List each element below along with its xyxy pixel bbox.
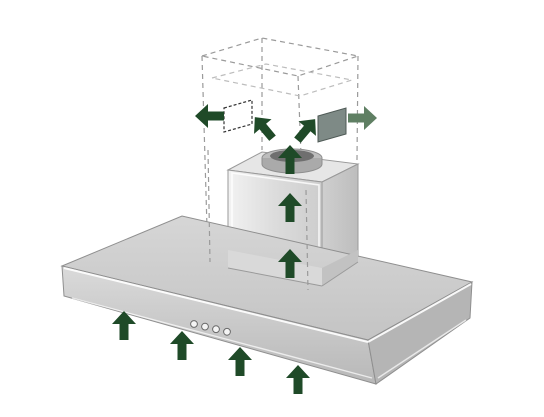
control-button-1[interactable]	[190, 320, 198, 328]
chimney-base	[227, 250, 359, 287]
recirculation-vent-left	[223, 99, 253, 133]
control-panel	[190, 320, 231, 336]
exhaust-arrow-right	[348, 106, 377, 130]
exhaust-arrow-left	[195, 104, 224, 128]
control-button-4[interactable]	[223, 327, 231, 336]
exhaust-arrow-up-right	[294, 119, 316, 143]
hood-canopy	[60, 215, 474, 385]
airflow-arrows	[112, 104, 377, 394]
intake-arrow-2	[170, 331, 194, 360]
exhaust-arrow-up-left	[254, 117, 276, 141]
chimney-extension-front-edges	[207, 149, 309, 291]
control-button-3[interactable]	[212, 325, 220, 334]
rising-arrow-3	[278, 145, 302, 174]
recirculation-vent-right	[317, 107, 347, 143]
intake-arrow-1	[112, 311, 136, 340]
intake-arrow-4	[286, 365, 310, 394]
intake-arrow-3	[228, 347, 252, 376]
rising-arrow-2	[278, 193, 302, 222]
control-button-2[interactable]	[201, 322, 209, 331]
rising-arrow-1	[278, 249, 302, 278]
